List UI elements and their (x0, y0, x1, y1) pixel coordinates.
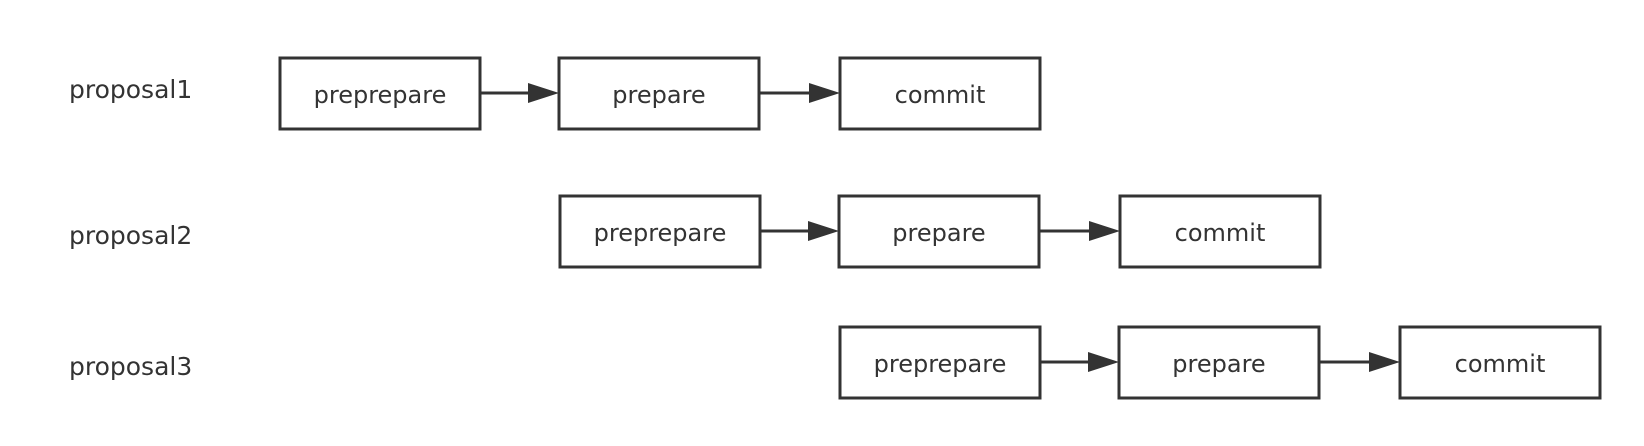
stage-label: commit (1455, 350, 1546, 378)
proposal-row-3: proposal3 preprepare prepare commit (69, 325, 1602, 400)
stage-box-proposal2-preprepare: preprepare (558, 194, 762, 269)
proposal-row-1: proposal1 preprepare prepare commit (69, 56, 1042, 131)
arrow-proposal2-1 (760, 221, 839, 241)
arrow-proposal3-1 (1040, 352, 1119, 372)
row-label-proposal1: proposal1 (69, 75, 192, 104)
stage-box-proposal2-commit: commit (1118, 194, 1322, 269)
row-label-proposal2: proposal2 (69, 221, 192, 250)
arrow-proposal2-2 (1039, 221, 1120, 241)
arrow-proposal3-2 (1319, 352, 1400, 372)
stage-box-proposal1-prepare: prepare (557, 56, 761, 131)
stage-label: preprepare (874, 350, 1007, 378)
stage-label: prepare (1172, 350, 1265, 378)
stage-label: commit (1175, 219, 1266, 247)
stage-box-proposal3-preprepare: preprepare (838, 325, 1042, 400)
proposal-row-2: proposal2 preprepare prepare commit (69, 194, 1322, 269)
stage-label: prepare (612, 81, 705, 109)
stage-label: preprepare (594, 219, 727, 247)
arrow-proposal1-1 (480, 83, 559, 103)
arrow-proposal1-2 (759, 83, 840, 103)
stage-box-proposal1-preprepare: preprepare (278, 56, 482, 131)
stage-label: prepare (892, 219, 985, 247)
stage-box-proposal1-commit: commit (838, 56, 1042, 131)
stage-box-proposal3-commit: commit (1398, 325, 1602, 400)
stage-label: preprepare (314, 81, 447, 109)
stage-label: commit (895, 81, 986, 109)
stage-box-proposal3-prepare: prepare (1117, 325, 1321, 400)
row-label-proposal3: proposal3 (69, 352, 192, 381)
stage-box-proposal2-prepare: prepare (837, 194, 1041, 269)
